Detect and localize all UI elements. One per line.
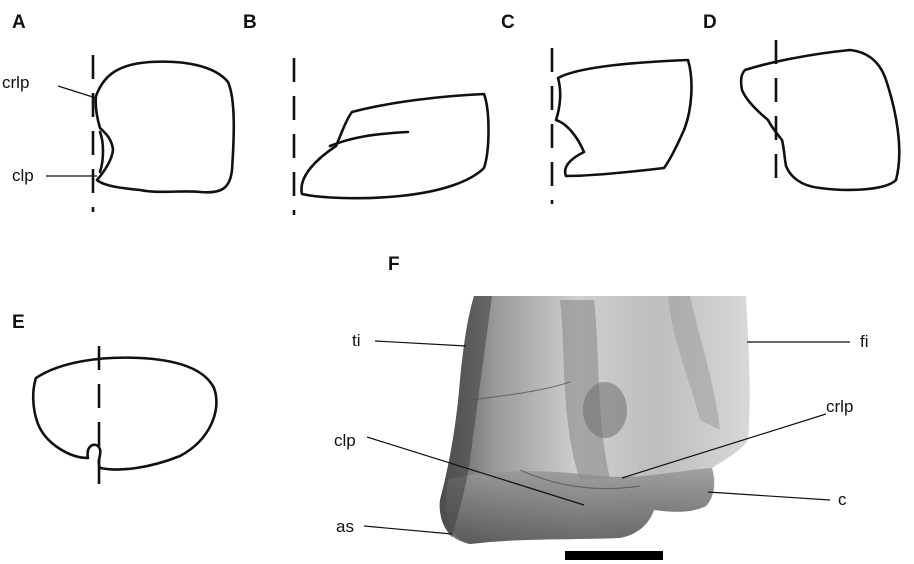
label-a-clp: clp — [12, 166, 34, 185]
label-f-c: c — [838, 490, 847, 509]
label-f-as: as — [336, 517, 354, 536]
label-a-crlp: crlp — [2, 73, 29, 92]
outline-e — [33, 346, 216, 498]
label-f-fi: fi — [860, 332, 869, 351]
outline-b — [294, 58, 489, 215]
label-f-crlp: crlp — [826, 397, 853, 416]
panel-letter-f: F — [388, 254, 400, 275]
cross-section-c — [556, 60, 691, 176]
scale-bar — [565, 551, 663, 560]
leader-f-c — [708, 492, 830, 500]
outline-c — [552, 48, 691, 204]
panel-letter-d: D — [703, 12, 717, 33]
cross-section-d — [741, 50, 899, 190]
panel-letter-c: C — [501, 12, 515, 33]
label-f-clp: clp — [334, 431, 356, 450]
outline-a — [93, 55, 234, 212]
panel-letter-b: B — [243, 12, 257, 33]
leader-f-ti — [375, 341, 466, 346]
notch-a — [100, 132, 103, 172]
bone-photo — [440, 296, 750, 544]
cross-section-e — [33, 358, 216, 470]
outline-d — [741, 40, 899, 192]
bone-spot — [583, 382, 627, 438]
leader-f-as — [364, 526, 452, 534]
panel-letter-a: A — [12, 12, 26, 33]
cross-section-a — [96, 62, 234, 193]
panel-letter-e: E — [12, 312, 25, 333]
leader-a-crlp — [58, 86, 96, 98]
label-f-ti: ti — [352, 331, 361, 350]
